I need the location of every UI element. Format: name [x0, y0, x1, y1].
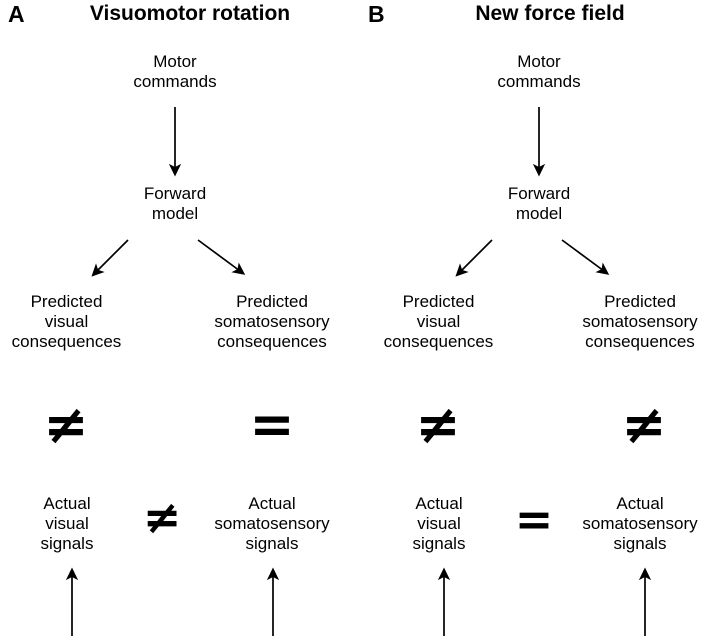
node-motor-commands: Motor commands	[439, 52, 639, 92]
panel-a: A Visuomotor rotation Motor commands For…	[0, 1, 352, 636]
node-predicted-visual-line1: Predicted	[30, 292, 103, 311]
node-actual-visual-line2: visual	[45, 514, 89, 533]
node-predicted-visual-line3: consequences	[11, 332, 122, 351]
node-actual-somatosensory-line2: somatosensory	[214, 514, 330, 533]
node-motor-commands-line1: Motor	[153, 52, 197, 71]
panel-a-title: Visuomotor rotation	[89, 2, 291, 25]
node-actual-visual-signals: Actual visual signals	[2, 494, 132, 554]
node-predicted-visual-line2: visual	[44, 312, 89, 331]
node-actual-visual-line3: signals	[40, 534, 94, 553]
node-actual-visual-signals: Actual visual signals	[374, 494, 504, 554]
panel-b-title: New force field	[475, 2, 625, 25]
panel-b-letter: B	[368, 1, 385, 27]
node-predicted-somatosensory-line3: consequences	[585, 332, 695, 351]
node-actual-visual-line1: Actual	[43, 494, 91, 513]
node-actual-somatosensory-signals: Actual somatosensory signals	[192, 494, 352, 554]
node-predicted-somatosensory-line3: consequences	[217, 332, 327, 351]
node-actual-visual-line3: signals	[412, 534, 466, 553]
node-motor-commands-line1: Motor	[517, 52, 561, 71]
node-motor-commands-line2: commands	[497, 72, 581, 91]
arrow-forward-to-predicted-visual	[455, 239, 493, 277]
node-motor-commands-line2: commands	[133, 72, 217, 91]
node-forward-model: Forward model	[95, 184, 255, 224]
node-predicted-visual-consequences: Predicted visual consequences	[366, 292, 511, 352]
node-predicted-somatosensory-line1: Predicted	[236, 292, 308, 311]
node-predicted-visual-line2: visual	[416, 312, 461, 331]
node-actual-somatosensory-line2: somatosensory	[582, 514, 698, 533]
node-predicted-somatosensory-line2: somatosensory	[214, 312, 330, 331]
node-predicted-visual-consequences: Predicted visual consequences	[0, 292, 139, 352]
operator-cross-modal-comparison: =	[514, 492, 554, 546]
node-forward-model-line2: model	[515, 204, 563, 223]
arrow-forward-to-predicted-somatosensory	[197, 239, 246, 275]
node-predicted-somatosensory-consequences: Predicted somatosensory consequences	[560, 292, 720, 352]
node-actual-visual-line1: Actual	[415, 494, 463, 513]
panel-b: B New force field Motor commands Forward…	[360, 0, 720, 636]
node-predicted-visual-line1: Predicted	[402, 292, 475, 311]
operator-somatosensory-comparison: ≠	[621, 393, 667, 456]
node-actual-somatosensory-line1: Actual	[616, 494, 664, 513]
node-actual-somatosensory-line1: Actual	[248, 494, 296, 513]
arrow-forward-to-predicted-visual	[91, 239, 129, 277]
node-actual-somatosensory-line3: signals	[613, 534, 667, 553]
operator-visual-comparison: ≠	[415, 393, 461, 456]
node-actual-visual-line2: visual	[417, 514, 461, 533]
node-predicted-somatosensory-consequences: Predicted somatosensory consequences	[192, 292, 352, 352]
arrow-forward-to-predicted-somatosensory	[561, 239, 610, 275]
node-forward-model: Forward model	[459, 184, 619, 224]
node-predicted-somatosensory-line1: Predicted	[604, 292, 676, 311]
node-actual-somatosensory-line3: signals	[245, 534, 299, 553]
node-actual-somatosensory-signals: Actual somatosensory signals	[560, 494, 720, 554]
node-forward-model-line1: Forward	[143, 184, 207, 203]
node-forward-model-line2: model	[151, 204, 199, 223]
node-predicted-visual-line3: consequences	[383, 332, 494, 351]
panel-a-letter: A	[8, 1, 25, 27]
operator-somatosensory-comparison: =	[249, 393, 295, 456]
operator-visual-comparison: ≠	[43, 393, 89, 456]
node-motor-commands: Motor commands	[75, 52, 275, 92]
operator-cross-modal-comparison: ≠	[142, 490, 182, 544]
node-predicted-somatosensory-line2: somatosensory	[582, 312, 698, 331]
node-forward-model-line1: Forward	[507, 184, 571, 203]
